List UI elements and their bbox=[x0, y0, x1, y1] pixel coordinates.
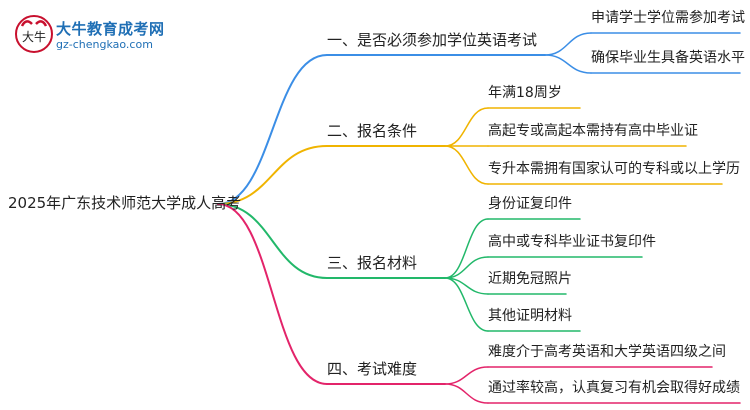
branch-1-to-leaf-2-link bbox=[544, 54, 592, 74]
leaf-3-4: 其他证明材料 bbox=[488, 308, 572, 324]
root-to-branch-4-link bbox=[217, 203, 328, 385]
leaf-1-2: 确保毕业生具备英语水平 bbox=[591, 50, 745, 66]
branch-3-to-leaf-2-link bbox=[444, 256, 489, 279]
branch-3-to-leaf-4-link bbox=[444, 277, 489, 332]
branch-2-label: 二、报名条件 bbox=[327, 122, 418, 140]
logo-mark-text: 大牛 bbox=[22, 29, 46, 44]
branch-2-to-leaf-3-link bbox=[444, 145, 489, 185]
root-node: 2025年广东技术师范大学成人高考 bbox=[8, 194, 242, 212]
logo-title: 大牛教育成考网 bbox=[56, 20, 165, 38]
leaf-2-1: 年满18周岁 bbox=[488, 85, 562, 101]
bull-logo-icon: 大牛 bbox=[15, 15, 53, 53]
logo-url: gz-chengkao.com bbox=[56, 38, 153, 51]
leaf-2-2: 高起专或高起本需持有高中毕业证 bbox=[488, 123, 698, 139]
root-to-branch-2-link bbox=[217, 145, 328, 205]
branch-4-label: 四、考试难度 bbox=[327, 360, 418, 378]
branch-4-to-leaf-1-link bbox=[444, 366, 489, 385]
branch-1-label: 一、是否必须参加学位英语考试 bbox=[327, 31, 538, 49]
leaf-4-2: 通过率较高，认真复习有机会取得好成绩 bbox=[488, 380, 740, 396]
leaf-3-1: 身份证复印件 bbox=[488, 196, 572, 212]
leaf-1-1: 申请学士学位需参加考试 bbox=[591, 10, 745, 26]
leaf-3-3: 近期免冠照片 bbox=[488, 271, 572, 287]
leaf-2-3: 专升本需拥有国家认可的专科或以上学历 bbox=[488, 161, 740, 177]
site-logo[interactable]: 大牛 大牛教育成考网 gz-chengkao.com bbox=[14, 14, 184, 54]
branch-4-to-leaf-2-link bbox=[444, 383, 489, 404]
branch-3-label: 三、报名材料 bbox=[327, 254, 418, 272]
branch-2-to-leaf-1-link bbox=[444, 107, 489, 147]
root-to-branch-1-link bbox=[217, 54, 328, 205]
leaf-4-1: 难度介于高考英语和大学英语四级之间 bbox=[488, 344, 726, 360]
branch-3-to-leaf-1-link bbox=[444, 218, 489, 279]
leaf-3-2: 高中或专科毕业证书复印件 bbox=[488, 234, 656, 250]
root-to-branch-3-link bbox=[217, 203, 328, 279]
branch-1-to-leaf-1-link bbox=[544, 32, 592, 56]
